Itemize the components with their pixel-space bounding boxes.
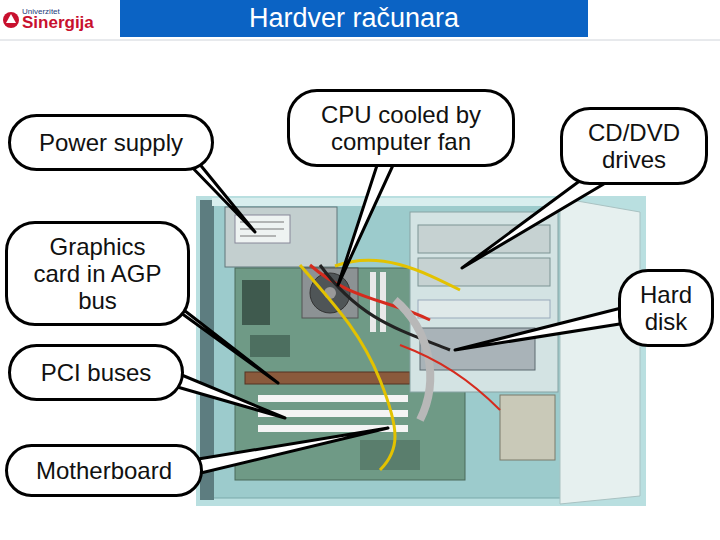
callout-text: Hard disk — [630, 281, 702, 335]
callout-text: PCI buses — [31, 359, 161, 386]
case-top — [212, 198, 562, 206]
callout-bubble: CD/DVD drives — [560, 107, 708, 185]
callout-bubble: Motherboard — [5, 444, 203, 497]
ram-slot — [370, 272, 376, 332]
title-bar — [120, 0, 588, 37]
psu-sticker-line — [240, 229, 284, 230]
case-fan-unit — [500, 395, 555, 460]
callout-bubble: Graphics card in AGP bus — [5, 221, 190, 326]
back-panel — [200, 200, 214, 500]
callout-bubble: Power supply — [8, 114, 214, 171]
floppy-bay — [418, 300, 550, 318]
callout-tail — [455, 302, 645, 350]
callout-bubble: Hard disk — [618, 269, 714, 347]
header-rule — [0, 40, 720, 41]
callout-text: Motherboard — [29, 457, 179, 484]
chipset — [250, 335, 290, 357]
dvd-drive — [418, 258, 550, 286]
ribbon-cable — [395, 300, 430, 420]
callout-bubble: CPU cooled by computer fan — [287, 89, 515, 167]
power-cable — [335, 260, 460, 290]
io-ports — [242, 280, 270, 325]
photo-ground — [196, 196, 646, 506]
callout-text: CPU cooled by computer fan — [311, 101, 491, 155]
psu-sticker-line — [240, 236, 276, 237]
signal-wire — [400, 345, 500, 410]
logo-emblem — [3, 12, 19, 28]
callout-text: CD/DVD drives — [575, 119, 693, 173]
callout-text: Power supply — [31, 129, 191, 156]
slide-title: Hardver računara — [120, 2, 588, 34]
callout-text: Graphics card in AGP bus — [27, 233, 168, 314]
callout-tail — [338, 150, 400, 285]
logo-text: Sinergija — [22, 14, 94, 32]
side-panel — [560, 198, 640, 504]
callout-tail — [180, 428, 388, 478]
callout-bubble: PCI buses — [8, 344, 184, 401]
logo-emblem — [6, 14, 16, 23]
